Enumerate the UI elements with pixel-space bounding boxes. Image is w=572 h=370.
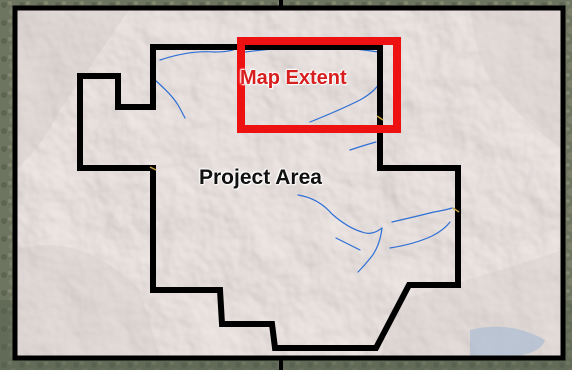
lake-shape	[470, 326, 545, 358]
map-extent-label: Map Extent	[240, 67, 347, 89]
project-area-boundary	[77, 44, 461, 351]
map-extent-rectangle	[237, 37, 401, 133]
project-area-label: Project Area	[199, 166, 322, 189]
map-frame	[12, 5, 566, 361]
boundary-ticks	[149, 115, 460, 213]
